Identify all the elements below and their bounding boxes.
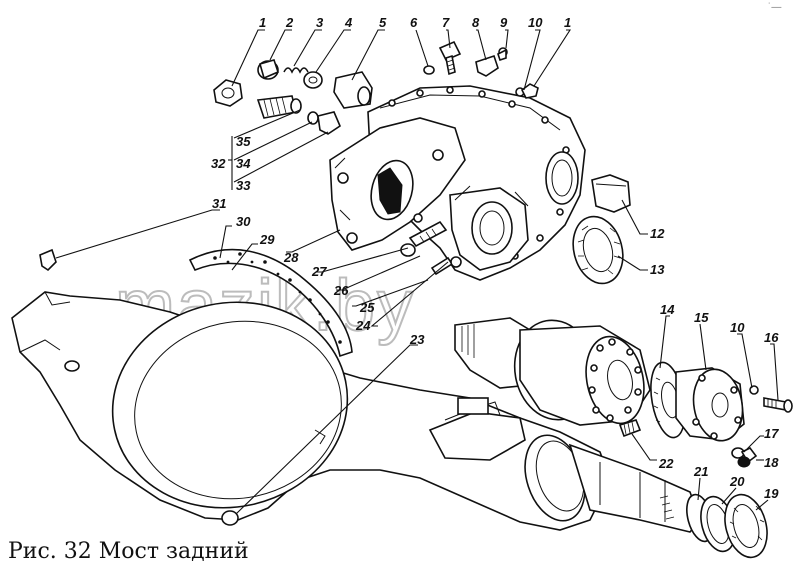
hub-flange-15: [675, 367, 745, 442]
bearing-13: [572, 215, 624, 285]
corner-mark: ˙—: [768, 2, 782, 13]
callout-7: 7: [442, 15, 450, 30]
gasket: [188, 248, 353, 358]
nut-18: [737, 446, 758, 468]
screw-35: [256, 95, 302, 119]
bearing-19: [724, 493, 768, 559]
callout-33: 33: [236, 178, 251, 193]
callout-25: 25: [359, 300, 375, 315]
callout-1-top-right: 1: [564, 15, 571, 30]
callout-12: 12: [650, 226, 665, 241]
callout-6: 6: [410, 15, 418, 30]
bolt-1-top-right: [520, 83, 539, 99]
washer-10-right: [749, 385, 759, 395]
callout-35: 35: [236, 134, 251, 149]
bolt-set-27: [400, 220, 462, 276]
callout-22: 22: [658, 456, 674, 471]
callout-30: 30: [236, 214, 251, 229]
washer-4: [303, 71, 323, 89]
callout-20: 20: [729, 474, 745, 489]
callout-23: 23: [409, 332, 425, 347]
callout-13: 13: [650, 262, 665, 277]
pin-5: [333, 71, 373, 109]
callout-27: 27: [311, 264, 327, 279]
figure-caption: Рис. 32 Мост задний: [8, 539, 249, 564]
callout-1: 1: [259, 15, 266, 30]
callout-numbers: 1 2 3 4 5 6 7 8 9 10 1 12 13 14 15 10 16…: [211, 15, 779, 501]
stud-22: [618, 419, 642, 438]
callout-17: 17: [764, 426, 779, 441]
callout-5: 5: [379, 15, 387, 30]
callout-34: 34: [236, 156, 251, 171]
callout-2: 2: [285, 15, 294, 30]
callout-29: 29: [259, 232, 275, 247]
callout-9: 9: [500, 15, 508, 30]
callout-24: 24: [355, 318, 371, 333]
lock-nut-1: [213, 79, 243, 107]
callout-28: 28: [283, 250, 299, 265]
drive-flange: [513, 319, 651, 426]
ring-34: [307, 111, 319, 125]
callout-3: 3: [316, 15, 324, 30]
callout-15: 15: [694, 310, 709, 325]
callout-14: 14: [660, 302, 675, 317]
leader-lines: [55, 29, 779, 515]
spring-3: [283, 67, 309, 74]
axle-housing: [11, 291, 701, 533]
bolt-9: [497, 47, 508, 62]
plug-33: [317, 111, 341, 135]
bolt-7: [438, 40, 462, 76]
callout-21: 21: [693, 464, 708, 479]
bolt-16: [763, 397, 793, 413]
adjusting-sleeve-2: [257, 59, 279, 80]
lock-plate-8: [475, 54, 499, 77]
plug-12: [591, 174, 631, 213]
flange-bolt-holes: [588, 338, 642, 422]
breather-plug: [39, 248, 57, 272]
washer-6: [423, 65, 435, 75]
callout-10-right: 10: [730, 320, 745, 335]
callout-19: 19: [764, 486, 779, 501]
callout-18: 18: [764, 455, 779, 470]
callout-32-group: 32: [211, 156, 226, 171]
callout-4: 4: [344, 15, 353, 30]
callout-16: 16: [764, 330, 779, 345]
callout-26: 26: [333, 283, 349, 298]
bearing-cap: [329, 117, 466, 251]
callout-8: 8: [472, 15, 480, 30]
callout-31: 31: [212, 196, 226, 211]
callout-10-top: 10: [528, 15, 543, 30]
